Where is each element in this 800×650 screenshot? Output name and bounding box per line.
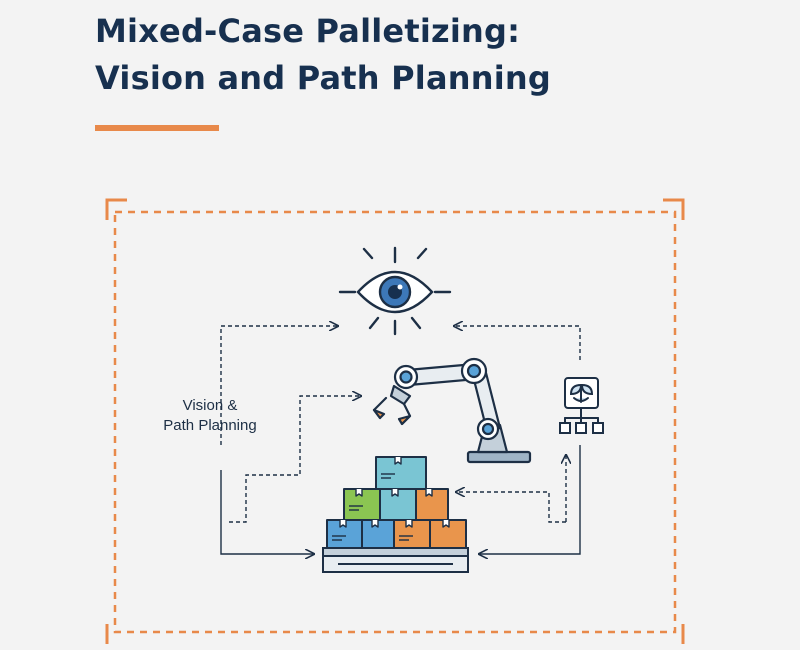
title-line-1: Mixed-Case Palletizing: — [95, 12, 521, 50]
arrow-to-middle-row — [456, 492, 566, 523]
robot-arm-icon — [372, 357, 532, 464]
solid-arrows — [220, 445, 581, 554]
pallet-icon — [322, 547, 469, 573]
arrow-to-gripper — [229, 396, 361, 523]
title-line-2: Vision and Path Planning — [95, 59, 551, 97]
arrow-to-pallet-left — [220, 470, 314, 554]
arrow-left-to-eye — [220, 326, 338, 445]
label-line-1: Vision & — [182, 397, 238, 414]
arrow-right-to-eye — [454, 326, 581, 360]
brain-network-icon — [559, 377, 604, 434]
dashed-frame — [105, 198, 685, 644]
eye-icon — [338, 246, 452, 336]
label-line-2: Path Planning — [163, 417, 257, 434]
box-stack-icon — [326, 456, 467, 549]
arrow-to-pallet-right — [479, 445, 581, 554]
vision-path-planning-label: Vision & Path Planning — [150, 396, 270, 436]
page-title: Mixed-Case Palletizing: Vision and Path … — [95, 8, 551, 102]
title-underline — [95, 125, 219, 131]
flow-arrows — [220, 326, 581, 523]
